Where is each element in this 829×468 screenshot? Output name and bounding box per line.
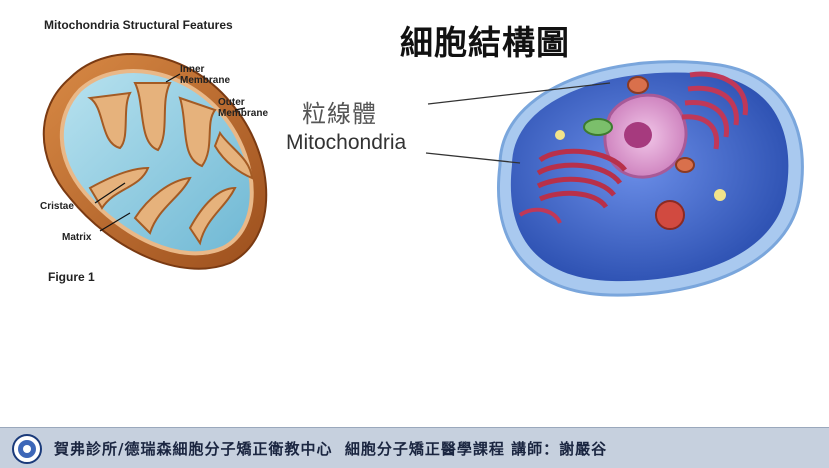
cell-pointer-lines: [425, 82, 611, 164]
footer-bar: 賀弗診所/德瑞森細胞分子矯正衛教中心 細胞分子矯正醫學課程 講師：謝嚴谷: [0, 427, 829, 468]
seal-logo-icon: [12, 434, 42, 464]
figure-number: Figure 1: [48, 270, 95, 284]
endoplasmic-reticulum: [681, 71, 748, 150]
cristae-folds: [87, 82, 254, 246]
cell-illustration: [425, 60, 804, 297]
page-title: 細胞結構圖: [400, 23, 570, 62]
figure-pointer-lines: [94, 73, 246, 232]
label-matrix: Matrix: [62, 232, 92, 243]
label-inner-membrane: Inner Membrane: [180, 64, 231, 86]
organelles: [518, 130, 726, 230]
footer-text: 賀弗診所/德瑞森細胞分子矯正衛教中心 細胞分子矯正醫學課程 講師：謝嚴谷: [54, 440, 608, 458]
mitochondria-label-chinese: 粒線體: [302, 100, 377, 128]
cell-mitochondrion: [583, 76, 695, 173]
golgi-apparatus: [536, 148, 627, 209]
mitochondria-label-english: Mitochondria: [286, 131, 407, 154]
label-outer-membrane: Outer Membrane: [218, 97, 269, 119]
label-cristae: Cristae: [40, 201, 74, 212]
mitochondria-illustration: [42, 53, 268, 270]
figure-caption: Mitochondria Structural Features: [44, 18, 233, 32]
